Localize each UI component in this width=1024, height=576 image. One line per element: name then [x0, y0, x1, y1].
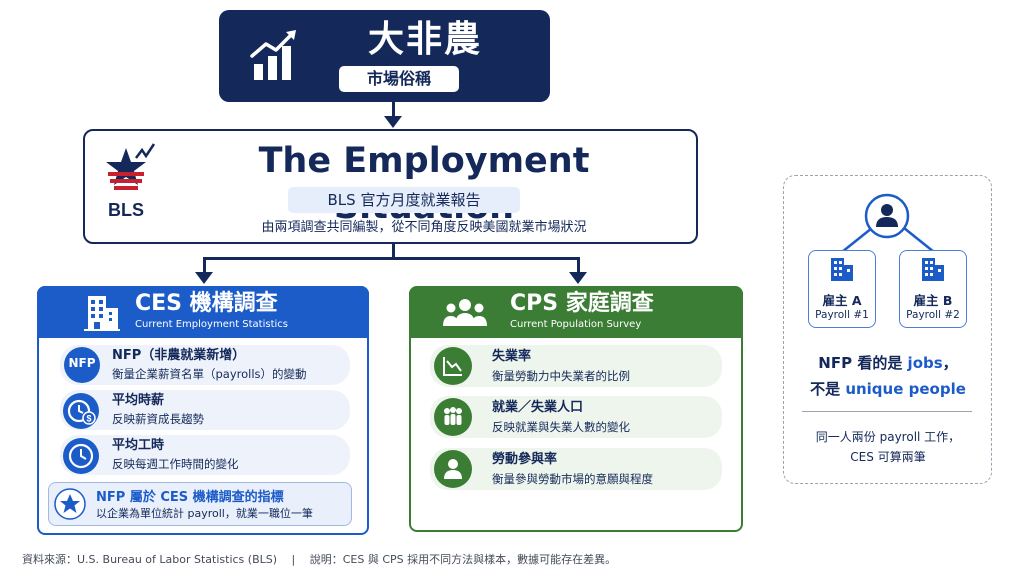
ces-item-title: NFP（非農就業新增）	[112, 348, 246, 363]
cps-item-desc: 衡量參與勞動市場的意願與程度	[492, 472, 653, 486]
building-icon	[84, 296, 120, 331]
ces-note-desc: 以企業為單位統計 payroll，就業一職位一筆	[96, 507, 313, 520]
building-icon	[831, 258, 853, 281]
people-icon	[434, 398, 472, 436]
jobs-statement-line1: NFP 看的是 jobs，	[790, 352, 986, 373]
arrow-down-icon	[384, 116, 402, 128]
jobs-statement-prefix: 不是	[810, 380, 846, 398]
person-icon	[864, 193, 910, 239]
star-icon	[54, 488, 86, 520]
ces-item-hours	[60, 435, 350, 475]
ces-item-desc: 衡量企業薪資名單（payrolls）的變動	[112, 367, 307, 381]
clock-dollar-icon: $	[63, 393, 99, 429]
bls-logo-text: BLS	[108, 200, 144, 220]
cps-item-desc: 反映就業與失業人數的變化	[492, 420, 630, 434]
ces-item-hourly-earnings	[60, 390, 350, 430]
connector-cps	[577, 257, 580, 273]
employer-b-title: 雇主 B	[913, 293, 953, 308]
cps-item-title: 就業／失業人口	[492, 400, 584, 415]
divider	[802, 411, 972, 412]
side-note-line1: 同一人兩份 payroll 工作，	[815, 430, 961, 444]
employer-b-payroll: Payroll #2	[906, 309, 960, 321]
employer-a-title: 雇主 A	[822, 293, 862, 308]
svg-text:$: $	[86, 414, 91, 424]
jobs-statement-prefix: NFP 看的是	[818, 354, 908, 372]
jobs-highlight: jobs	[907, 354, 943, 372]
nfp-badge	[64, 347, 100, 383]
ces-english-name: Current Employment Statistics	[135, 319, 289, 330]
footer-source-note: 資料來源：U.S. Bureau of Labor Statistics (BL…	[22, 553, 617, 566]
connector-top	[392, 102, 395, 117]
person-icon	[434, 450, 472, 488]
bar-chart-growth-icon	[250, 30, 296, 80]
cps-item-desc: 衡量勞動力中失業者的比例	[492, 369, 630, 383]
ces-title: CES 機構調查	[135, 291, 278, 316]
arrow-down-icon	[195, 272, 213, 284]
people-group-icon	[443, 299, 487, 326]
unique-people-highlight: unique people	[845, 380, 966, 398]
arrow-down-icon	[569, 272, 587, 284]
connector-main	[392, 244, 395, 258]
ces-note-title: NFP 屬於 CES 機構調查的指標	[96, 490, 284, 505]
report-box	[83, 129, 698, 244]
side-note-line2: CES 可算兩筆	[850, 450, 926, 464]
report-description: 由兩項調查共同編製，從不同角度反映美國就業市場狀況	[261, 220, 587, 235]
connector-ces	[203, 257, 206, 273]
person-to-employers-connector	[841, 227, 935, 253]
report-title: The Employment Situation	[258, 141, 590, 227]
nickname-subtitle: 市場俗稱	[339, 66, 459, 92]
employer-a-payroll: Payroll #1	[815, 309, 869, 321]
connector-branch	[203, 257, 580, 260]
cps-item-participation	[430, 448, 722, 490]
cps-item-unemployment-rate	[430, 345, 722, 387]
jobs-statement-line2: 不是 unique people	[790, 378, 986, 399]
nfp-badge-text: NFP	[68, 356, 96, 370]
bls-logo: BLS	[106, 143, 156, 220]
report-subtitle: BLS 官方月度就業報告	[288, 187, 520, 213]
cps-item-title: 勞動參與率	[492, 452, 558, 467]
jobs-statement-suffix: ，	[942, 354, 958, 372]
ces-item-nfp	[60, 345, 350, 385]
nickname-title: 大非農	[367, 19, 482, 60]
cps-item-employment	[430, 396, 722, 438]
ces-item-desc: 反映薪資成長趨勢	[112, 412, 204, 426]
cps-item-title: 失業率	[492, 349, 532, 364]
ces-note-box	[48, 482, 352, 526]
clock-icon	[63, 438, 99, 474]
ces-item-title: 平均工時	[112, 438, 165, 453]
declining-chart-icon	[434, 347, 472, 385]
cps-header	[409, 286, 743, 338]
ces-item-title: 平均時薪	[112, 393, 165, 408]
ces-item-desc: 反映每週工作時間的變化	[112, 457, 239, 471]
cps-english-name: Current Population Survey	[510, 319, 642, 330]
cps-title: CPS 家庭調查	[510, 291, 654, 316]
building-icon	[922, 258, 944, 281]
